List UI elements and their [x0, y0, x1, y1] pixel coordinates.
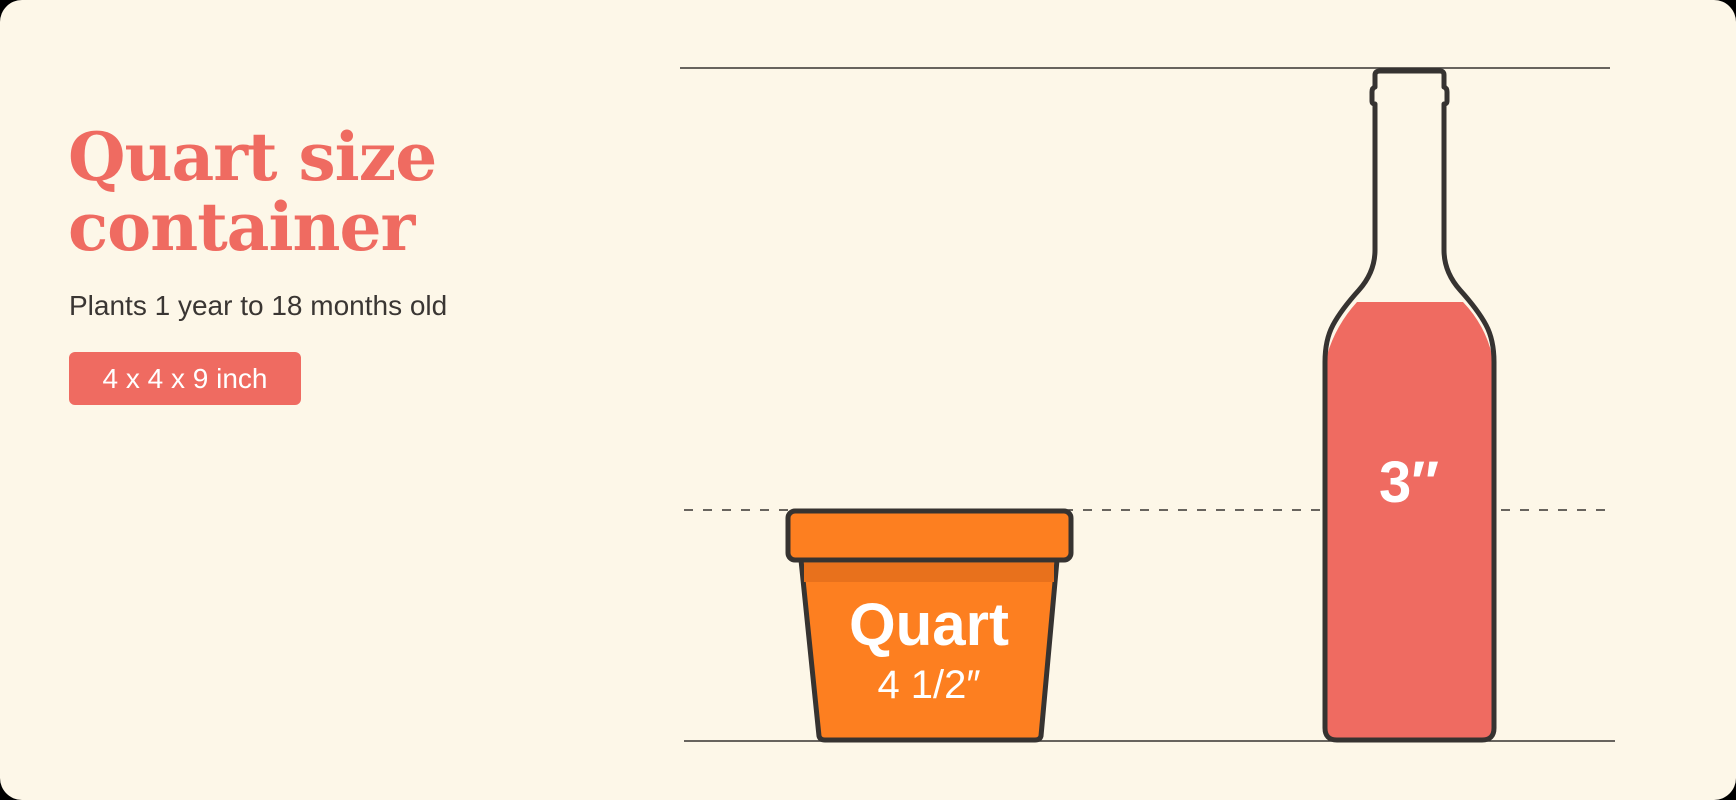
pot-name-label: Quart — [849, 591, 1009, 658]
age-description: Plants 1 year to 18 months old — [69, 290, 448, 321]
pot-diameter-label: 4 1/2″ — [877, 663, 980, 707]
quart-pot-icon: Quart 4 1/2″ — [785, 508, 1074, 743]
dimensions-badge: 4 x 4 x 9 inch — [69, 352, 301, 405]
title-line-2: container — [68, 188, 415, 266]
title-line-1: Quart size — [68, 118, 437, 196]
wine-bottle-icon: 3″ — [1322, 68, 1497, 743]
page-title: Quart size container — [68, 122, 437, 262]
bottle-size-label: 3″ — [1379, 450, 1439, 515]
